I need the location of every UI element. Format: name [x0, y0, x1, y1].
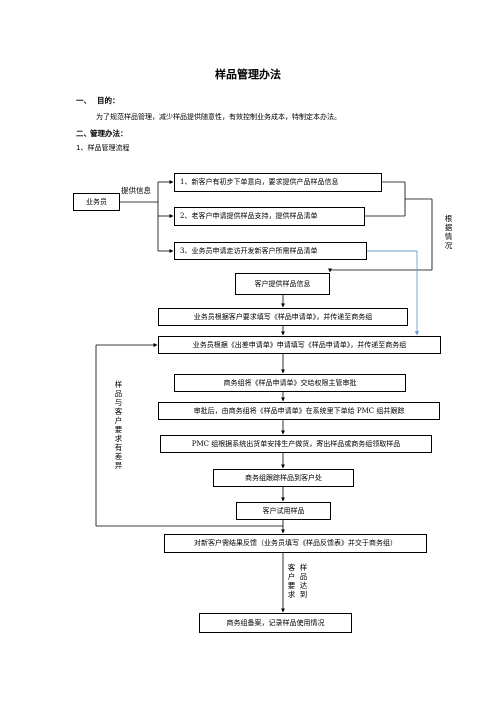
- step-record-box: 商务组备案，记录样品使用情况: [199, 613, 352, 633]
- case-new-customer-box: 1、新客户有初步下单意向，要求提供产品样品信息: [174, 173, 382, 192]
- case-old-customer-box: 2、老客户申请提供样品支持，提供样品清单: [174, 207, 365, 226]
- page-title: 样品管理办法: [215, 68, 281, 81]
- step-feedback-box: 对新客户需结果反馈（业务员填写《样品反馈表》并交于商务组）: [164, 534, 427, 553]
- case-visit-text: 3、业务员申请走访开发新客户所需样品清单: [180, 246, 318, 255]
- sample-meets-label: 样品达到: [299, 563, 308, 599]
- step-trial-text: 客户试用样品: [262, 506, 305, 515]
- step-order-text: 审批后，由商务组将《样品申请单》在系统里下单给 PMC 组并跟踪: [193, 406, 405, 415]
- section-1-heading: 目的：: [97, 96, 120, 105]
- salesman-label: 业务员: [86, 197, 107, 206]
- step-trip-box: 业务员根据《出差申请单》申请填写《样品申请单》，并传递至商务组: [158, 336, 441, 354]
- by-situation-label: 根据情况: [444, 214, 453, 250]
- section-1-number: 一、: [76, 96, 91, 105]
- customer-info-box: 客户提供样品信息: [235, 273, 330, 295]
- step-pmc-text: PMC 组根据系统出货单安排生产做货，寄出样品或商务组领取样品: [191, 439, 401, 448]
- step-order-box: 审批后，由商务组将《样品申请单》在系统里下单给 PMC 组并跟踪: [158, 402, 440, 420]
- salesman-box: 业务员: [73, 193, 120, 211]
- step-trip-text: 业务员根据《出差申请单》申请填写《样品申请单》，并传递至商务组: [192, 340, 407, 349]
- case-old-customer-text: 2、老客户申请提供样品支持，提供样品清单: [180, 212, 318, 220]
- customer-requirement-label: 客户要求: [287, 563, 296, 599]
- section-2-number: 二、: [76, 129, 91, 138]
- step-track-box: 商务组跟踪样品到客户处: [213, 469, 354, 487]
- step-record-text: 商务组备案，记录样品使用情况: [226, 618, 325, 627]
- step-track-text: 商务组跟踪样品到客户处: [245, 473, 322, 482]
- customer-info-text: 客户提供样品信息: [254, 279, 311, 288]
- step-trial-box: 客户试用样品: [236, 502, 331, 520]
- difference-note-label: 样品与客户要求有差异: [114, 380, 123, 470]
- purpose-paragraph: 为了规范样品管理，减少样品提供随意性，有效控制业务成本，特制定本办法。: [96, 113, 341, 121]
- step-fill-box: 业务员根据客户要求填写《样品申请单》，并传递至商务组: [158, 308, 408, 326]
- provide-info-label: 提供信息: [121, 186, 151, 195]
- step-approve-text: 商务组将《样品申请单》交给权限主管审批: [223, 378, 357, 387]
- step-feedback-text: 对新客户需结果反馈（业务员填写《样品反馈表》并交于商务组）: [194, 539, 397, 547]
- step-pmc-box: PMC 组根据系统出货单安排生产做货，寄出样品或商务组领取样品: [160, 435, 432, 453]
- subsection-heading: 1、样品管理流程: [76, 144, 130, 152]
- section-2-heading: 管理办法：: [90, 129, 128, 138]
- case-new-customer-text: 1、新客户有初步下单意向，要求提供产品样品信息: [180, 178, 339, 186]
- step-fill-text: 业务员根据客户要求填写《样品申请单》，并传递至商务组: [193, 312, 373, 321]
- case-visit-box: 3、业务员申请走访开发新客户所需样品清单: [174, 242, 367, 260]
- step-approve-box: 商务组将《样品申请单》交给权限主管审批: [174, 374, 406, 392]
